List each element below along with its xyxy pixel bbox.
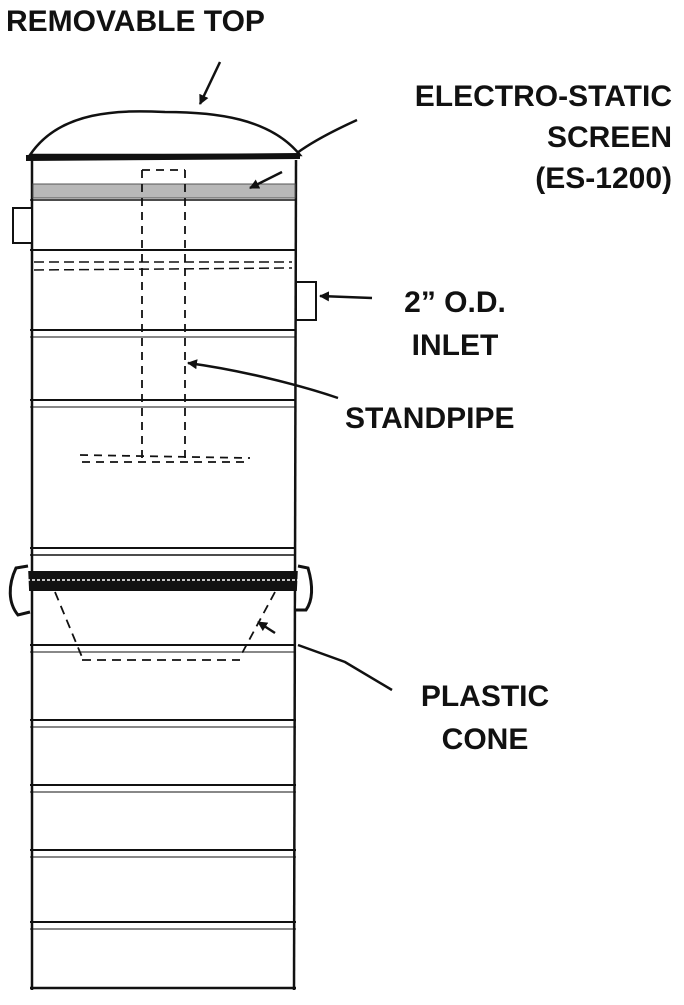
standpipe-text: STANDPIPE [345, 402, 515, 435]
inlet-line-1: 2” O.D. [404, 286, 506, 319]
screen-label: ELECTRO-STATIC SCREEN (ES-1200) [340, 80, 672, 195]
removable-top-label: REMOVABLE TOP [6, 5, 265, 38]
inlet-port [295, 281, 317, 321]
cone-leader [297, 643, 393, 692]
clamp-band [8, 564, 313, 617]
screen-line-2: SCREEN [546, 121, 672, 154]
electrostatic-screen [32, 183, 296, 199]
screen-leader-bottom [249, 170, 283, 190]
screen-leader-top [296, 118, 358, 155]
side-tab [12, 207, 33, 244]
standpipe [79, 169, 251, 463]
removable-top-text: REMOVABLE TOP [6, 5, 265, 38]
screen-line-3: (ES-1200) [535, 162, 672, 195]
inlet-label: 2” O.D. INLET [370, 286, 540, 362]
standpipe-leader [187, 359, 339, 400]
cone-label: PLASTIC CONE [395, 680, 575, 756]
inlet-line-2: INLET [411, 329, 499, 362]
cone-line-1: PLASTIC [420, 680, 550, 713]
inlet-leader [319, 291, 373, 302]
plastic-cone [54, 591, 276, 661]
removable-top [25, 110, 303, 161]
cone-leader-top [257, 620, 276, 635]
removable-top-leader [198, 61, 222, 105]
screen-line-1: ELECTRO-STATIC [414, 80, 672, 113]
leader-lines [187, 61, 393, 692]
cone-line-2: CONE [441, 723, 529, 756]
standpipe-label: STANDPIPE [345, 402, 514, 435]
